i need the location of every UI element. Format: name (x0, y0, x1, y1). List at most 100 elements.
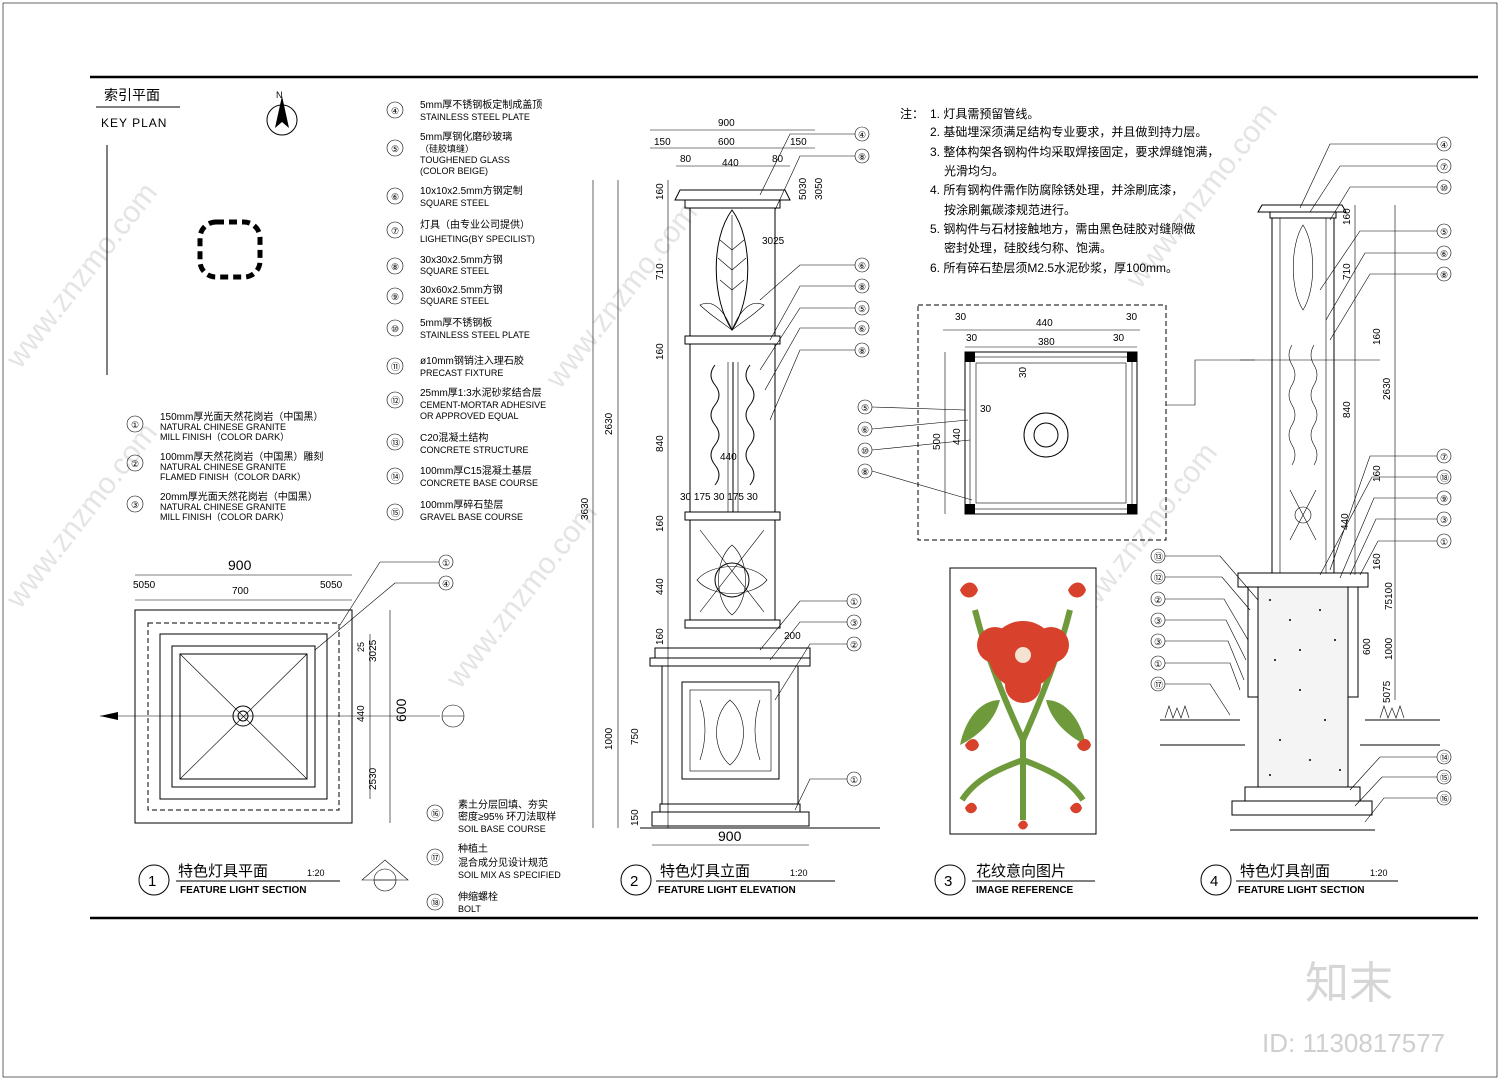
svg-text:100mm厚碎石垫层: 100mm厚碎石垫层 (420, 498, 503, 511)
svg-text:⑥: ⑥ (858, 324, 866, 334)
svg-text:5. 钢构件与石材接触地方，需由黑色硅胶对缝隙做: 5. 钢构件与石材接触地方，需由黑色硅胶对缝隙做 (930, 221, 1195, 236)
svg-text:1:20: 1:20 (307, 868, 325, 878)
svg-text:www.znzmo.com: www.znzmo.com (0, 177, 164, 375)
svg-text:⑤: ⑤ (391, 144, 399, 154)
svg-text:2. 基础埋深须满足结构专业要求，并且做到持力层。: 2. 基础埋深须满足结构专业要求，并且做到持力层。 (930, 124, 1207, 139)
svg-text:PRECAST FIXTURE: PRECAST FIXTURE (420, 368, 503, 378)
svg-text:5050: 5050 (320, 580, 343, 591)
svg-text:750: 750 (630, 728, 641, 745)
svg-text:⑧: ⑧ (391, 262, 399, 272)
svg-text:⑦: ⑦ (1440, 452, 1448, 462)
svg-text:www.znzmo.com: www.znzmo.com (439, 497, 604, 695)
svg-text:440: 440 (1036, 318, 1053, 329)
svg-text:710: 710 (1342, 263, 1353, 280)
svg-text:④: ④ (391, 106, 399, 116)
svg-text:710: 710 (655, 263, 666, 280)
svg-text:②: ② (131, 459, 139, 469)
svg-text:MILL FINISH（COLOR DARK）: MILL FINISH（COLOR DARK） (160, 512, 289, 522)
key-plan-title-en: KEY PLAN (101, 116, 167, 130)
concrete-hatch (1269, 599, 1341, 776)
elevation-view: 900 150 600 150 80 440 80 3630 2630 1000… (580, 118, 880, 846)
svg-text:30 175 30 175 30: 30 175 30 175 30 (680, 492, 758, 503)
svg-text:⑧: ⑧ (858, 152, 866, 162)
svg-text:160: 160 (1342, 208, 1353, 225)
svg-text:FLAMED FINISH（COLOR DARK）: FLAMED FINISH（COLOR DARK） (160, 472, 306, 482)
svg-text:⑩: ⑩ (1440, 183, 1448, 193)
svg-text:①: ① (1440, 537, 1448, 547)
svg-text:⑧: ⑧ (1440, 270, 1448, 280)
svg-text:LIGHETING(BY SPECILIST): LIGHETING(BY SPECILIST) (420, 234, 535, 244)
svg-text:380: 380 (1038, 337, 1055, 348)
section-marker-icon (361, 859, 409, 892)
brand-logo: 知末 (1305, 959, 1393, 1008)
svg-text:900: 900 (718, 828, 742, 844)
svg-text:100mm厚天然花岗岩（中国黑）雕刻: 100mm厚天然花岗岩（中国黑）雕刻 (160, 450, 323, 463)
svg-text:⑥: ⑥ (858, 261, 866, 271)
svg-text:BOLT: BOLT (458, 904, 481, 914)
svg-text:5050: 5050 (133, 580, 156, 591)
svg-text:①: ① (850, 775, 858, 785)
svg-text:3: 3 (944, 873, 952, 890)
svg-text:⑪: ⑪ (391, 362, 400, 372)
svg-text:30: 30 (966, 333, 978, 344)
svg-text:600: 600 (718, 137, 735, 148)
svg-text:⑰: ⑰ (1154, 680, 1163, 690)
svg-text:3050: 3050 (814, 177, 825, 200)
svg-text:IMAGE REFERENCE: IMAGE REFERENCE (976, 885, 1074, 896)
svg-text:150: 150 (790, 137, 807, 148)
svg-text:⑭: ⑭ (391, 472, 400, 482)
svg-text:5075: 5075 (1382, 680, 1393, 703)
svg-text:①: ① (442, 558, 450, 568)
svg-text:150: 150 (654, 137, 671, 148)
legend-item-7: ⑦ 灯具（由专业公司提供） LIGHETING(BY SPECILIST) (386, 218, 535, 244)
svg-text:160: 160 (1372, 328, 1383, 345)
svg-text:CONCRETE STRUCTURE: CONCRETE STRUCTURE (420, 445, 529, 455)
svg-text:440: 440 (356, 705, 367, 722)
svg-text:⑮: ⑮ (1440, 773, 1449, 783)
svg-text:注：: 注： (900, 106, 924, 121)
svg-text:灯具（由专业公司提供）: 灯具（由专业公司提供） (420, 218, 530, 231)
svg-text:30: 30 (955, 312, 967, 323)
svg-text:⑥: ⑥ (391, 192, 399, 202)
svg-text:⑦: ⑦ (1440, 162, 1448, 172)
svg-text:2630: 2630 (604, 412, 615, 435)
legend-item-5: ⑤ 5mm厚钢化磨砂玻璃（硅胶填缝）TOUGHENED GLASS(COLOR … (386, 130, 512, 176)
svg-text:FEATURE LIGHT SECTION: FEATURE LIGHT SECTION (1238, 885, 1364, 896)
svg-text:②: ② (1154, 595, 1162, 605)
svg-text:⑦: ⑦ (391, 226, 399, 236)
svg-text:⑨: ⑨ (391, 292, 399, 302)
svg-text:STAINLESS STEEL PLATE: STAINLESS STEEL PLATE (420, 112, 530, 122)
svg-text:160: 160 (1372, 553, 1383, 570)
svg-text:100mm厚C15混凝土基层: 100mm厚C15混凝土基层 (420, 464, 532, 477)
svg-text:75100: 75100 (1384, 582, 1395, 610)
legend-item-1: ① 150mm厚光面天然花岗岩（中国黑）NATURAL CHINESE GRAN… (126, 410, 323, 442)
svg-text:TOUGHENED GLASS: TOUGHENED GLASS (420, 155, 510, 165)
svg-text:③: ③ (1154, 637, 1162, 647)
svg-text:1000: 1000 (1384, 637, 1395, 660)
svg-text:①: ① (1154, 659, 1162, 669)
svg-text:OR APPROVED EQUAL: OR APPROVED EQUAL (420, 411, 519, 421)
svg-text:160: 160 (1372, 465, 1383, 482)
dim-plan-inner: 700 (232, 586, 249, 597)
svg-text:⑧: ⑧ (858, 282, 866, 292)
svg-text:5mm厚钢化磨砂玻璃: 5mm厚钢化磨砂玻璃 (420, 130, 512, 143)
svg-text:④: ④ (858, 130, 866, 140)
svg-text:SQUARE STEEL: SQUARE STEEL (420, 266, 489, 276)
svg-text:①: ① (131, 420, 139, 430)
key-plan-title-cn: 索引平面 (104, 87, 160, 103)
svg-text:特色灯具剖面: 特色灯具剖面 (1240, 863, 1330, 880)
svg-text:特色灯具立面: 特色灯具立面 (660, 863, 750, 880)
legend-left: ① 150mm厚光面天然花岗岩（中国黑）NATURAL CHINESE GRAN… (126, 410, 323, 522)
svg-text:⑧: ⑧ (858, 346, 866, 356)
svg-text:⑧: ⑧ (861, 467, 869, 477)
svg-text:⑯: ⑯ (1440, 794, 1449, 804)
